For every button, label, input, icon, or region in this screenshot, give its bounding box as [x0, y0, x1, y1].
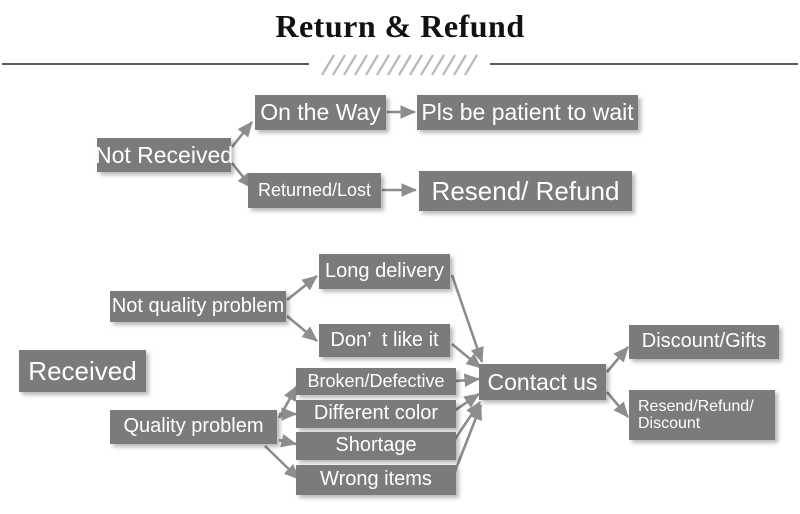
node-not-received[interactable]: Not Received [95, 138, 233, 172]
link-notquality-longdelivery [286, 274, 318, 302]
node-discount-gifts[interactable]: Discount/Gifts [629, 325, 779, 359]
node-on-the-way[interactable]: On the Way [255, 95, 386, 130]
node-broken-defective[interactable]: Broken/Defective [296, 368, 456, 395]
link-wrongitems-contact [450, 404, 483, 480]
link-quality-broken [277, 385, 299, 419]
link-dontlike-contact [451, 342, 482, 370]
link-longdelivery-contact [450, 274, 484, 363]
node-shortage[interactable]: Shortage [296, 432, 456, 460]
node-long-delivery[interactable]: Long delivery [319, 254, 450, 289]
link-notquality-dontlike [286, 315, 318, 342]
link-notreceived-ontheway [230, 121, 254, 148]
link-contact-resendrefund [606, 391, 629, 418]
node-different-color[interactable]: Different color [296, 400, 456, 428]
link-broken-contact [455, 373, 481, 387]
divider-rule-right [490, 63, 798, 65]
divider-rule-left [2, 63, 309, 65]
link-quality-shortage [278, 434, 298, 448]
node-pls-be-patient[interactable]: Pls be patient to wait [417, 95, 638, 130]
node-quality-problem[interactable]: Quality problem [110, 410, 277, 444]
node-resend-refund-discount[interactable]: Resend/Refund/ Discount [629, 390, 775, 440]
header-divider [0, 53, 800, 77]
node-dont-like-it[interactable]: Don’ t like it [319, 324, 450, 357]
hatch-divider-icon [321, 54, 478, 76]
node-resend-refund[interactable]: Resend/ Refund [419, 171, 632, 211]
link-contact-discountgifts [606, 346, 629, 373]
node-contact-us[interactable]: Contact us [479, 364, 606, 400]
node-wrong-items[interactable]: Wrong items [296, 465, 456, 495]
node-received[interactable]: Received [19, 350, 146, 392]
page-title: Return & Refund [275, 8, 525, 44]
node-returned-lost[interactable]: Returned/Lost [248, 173, 381, 208]
link-quality-wrongitems [264, 445, 300, 480]
node-not-quality-problem[interactable]: Not quality problem [110, 291, 286, 322]
